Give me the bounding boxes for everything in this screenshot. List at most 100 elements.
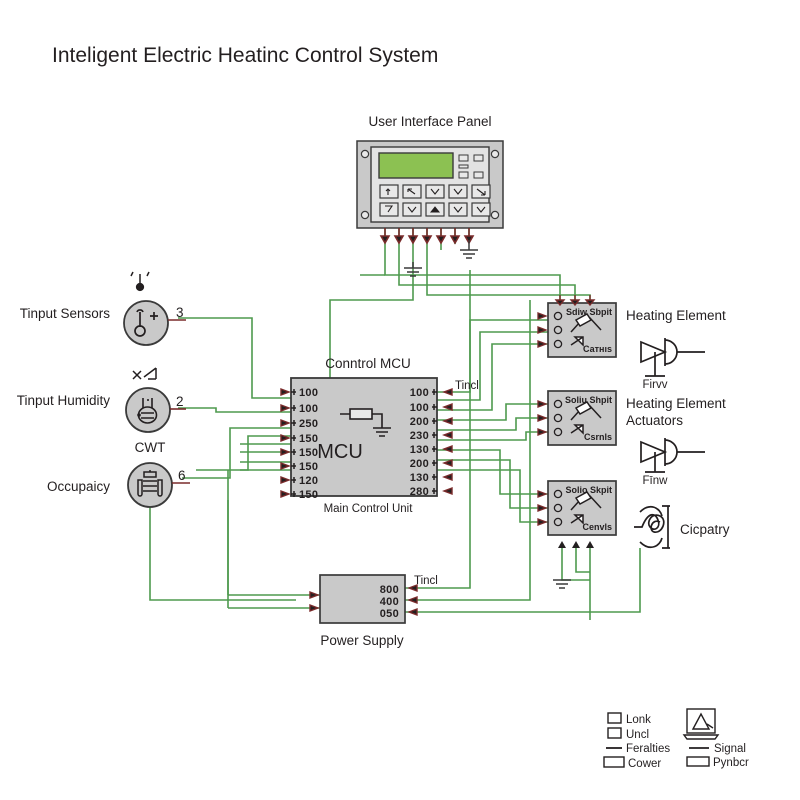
ps-pin-arrows bbox=[309, 583, 418, 617]
arrow-down-icon bbox=[407, 206, 417, 213]
power-supply-block[interactable]: 800 400 050 Power Supply Tincl bbox=[309, 574, 438, 648]
relay-modules: Sdiw Sbpit Сатнıs Sol bbox=[537, 295, 617, 589]
thermometer-glyph bbox=[134, 309, 158, 337]
page-title: Inteligent Electric Heatinc Control Syst… bbox=[52, 44, 438, 67]
arrow-down-icon bbox=[453, 188, 463, 195]
keypad-key[interactable] bbox=[425, 184, 445, 199]
arrow-down-left-icon bbox=[385, 205, 394, 213]
sensor-label: Occupaicy bbox=[47, 479, 110, 494]
sensor-humidity[interactable]: Tinput Humidity 2 bbox=[17, 367, 186, 433]
relay-bottom-text: Csrnls bbox=[584, 432, 612, 442]
relay-terminal[interactable] bbox=[553, 503, 563, 513]
arrow-up-icon bbox=[429, 206, 441, 213]
occupancy-glyph bbox=[137, 470, 163, 497]
user-interface-panel[interactable]: User Interface Panel bbox=[356, 114, 504, 277]
arrow-down-right-icon bbox=[476, 188, 486, 196]
relay-top-text: Soliu Shpit bbox=[565, 395, 612, 405]
legend-item-label: Lonk bbox=[626, 714, 651, 726]
sensor-label-line1: Tinput Humidity bbox=[17, 393, 111, 408]
sensor-label: Tinput Sensors bbox=[20, 306, 111, 321]
ps-pin-label: 800 bbox=[380, 584, 399, 596]
mcu-core-label: MCU bbox=[317, 441, 363, 463]
mount-hole-icon bbox=[490, 210, 500, 220]
mcu-pin-label: 130 bbox=[410, 444, 429, 456]
mcu-top-label: Conntrol MCU bbox=[325, 356, 411, 371]
sensor-pin: 6 bbox=[178, 468, 186, 483]
indicator-button[interactable] bbox=[458, 154, 469, 162]
mcu-pin-label: 200 bbox=[410, 416, 429, 428]
arrow-down-icon bbox=[476, 206, 486, 213]
keypad-key[interactable] bbox=[471, 202, 491, 217]
scanner-icon bbox=[682, 708, 720, 740]
indicator-button[interactable] bbox=[458, 171, 469, 179]
relay-terminal[interactable] bbox=[553, 399, 563, 409]
load-caption: Fīnw bbox=[643, 475, 669, 487]
heating-element-2: Heating Element Actuators Fīnw bbox=[626, 396, 726, 487]
sensor-group: Tinput Sensors 3 Tinput Humidity 2 bbox=[17, 271, 190, 508]
relay-bottom-pins bbox=[558, 541, 594, 548]
mount-hole-icon bbox=[490, 149, 500, 159]
square-outline-icon bbox=[607, 712, 622, 724]
legend-item-label: Cower bbox=[628, 758, 661, 770]
main-control-unit[interactable]: Conntrol MCU MCU Main Control Unit Tincl… bbox=[280, 356, 479, 515]
legend: Lonk Uncl Feralties Cower Signal Pynbcr bbox=[603, 708, 749, 770]
wire-network bbox=[149, 228, 641, 620]
mcu-bottom-label: Main Control Unit bbox=[324, 503, 414, 515]
relay-module-1[interactable]: Sdiw Sbpit Сатнıs bbox=[537, 295, 617, 358]
legend-item-label: Signal bbox=[714, 743, 746, 755]
power-supply-body bbox=[319, 574, 406, 624]
heating-coil: Cicpatry bbox=[634, 505, 730, 549]
mcu-body bbox=[290, 377, 438, 497]
rect-outline-icon bbox=[603, 756, 625, 768]
resistive-coil-symbol bbox=[634, 505, 670, 549]
relay-terminal[interactable] bbox=[553, 311, 563, 321]
relay-module-3[interactable]: Solio Skpit Cenvls bbox=[537, 480, 617, 589]
keypad-key[interactable] bbox=[379, 202, 399, 217]
temperature-probe-symbol bbox=[130, 271, 150, 292]
mcu-right-pins: 100 100 200 230 130 200 130 280 bbox=[410, 387, 453, 498]
relay-terminal[interactable] bbox=[553, 325, 563, 335]
relay-module-2[interactable]: Soliu Shpit Csrnls bbox=[537, 390, 617, 446]
mcu-pin-label: 130 bbox=[410, 472, 429, 484]
keypad-key[interactable] bbox=[402, 202, 422, 217]
indicator-button[interactable] bbox=[473, 154, 484, 162]
keypad-key[interactable] bbox=[379, 184, 399, 199]
arrow-down-icon bbox=[453, 206, 463, 213]
sensor-temperature[interactable]: Tinput Sensors 3 bbox=[20, 271, 186, 346]
relay-terminal[interactable] bbox=[553, 517, 563, 527]
keypad[interactable] bbox=[379, 184, 491, 217]
load-subtitle: Actuators bbox=[626, 413, 683, 428]
relay-terminal[interactable] bbox=[553, 339, 563, 349]
relay-terminal[interactable] bbox=[553, 413, 563, 423]
relay-terminal[interactable] bbox=[553, 489, 563, 499]
mcu-pin-label: 100 bbox=[299, 403, 318, 415]
indicator-button[interactable] bbox=[458, 164, 469, 169]
diode-heater-symbol bbox=[640, 438, 705, 473]
relay-terminal[interactable] bbox=[553, 427, 563, 437]
heating-element-1: Heating Element Firvv bbox=[626, 308, 726, 391]
indicator-button[interactable] bbox=[473, 171, 484, 179]
sensor-pin: 2 bbox=[176, 394, 184, 409]
mcu-left-pins: 100 100 250 150 150 150 120 150 bbox=[280, 387, 318, 501]
mount-hole-icon bbox=[360, 149, 370, 159]
mcu-pin-label: 150 bbox=[299, 489, 318, 501]
keypad-key[interactable] bbox=[448, 202, 468, 217]
power-supply-label: Power Supply bbox=[320, 633, 404, 648]
relay-top-text: Solio Skpit bbox=[565, 485, 612, 495]
keypad-key[interactable] bbox=[448, 184, 468, 199]
mcu-pin-label: 100 bbox=[410, 387, 429, 399]
relay-switch-glyph bbox=[570, 491, 602, 525]
sensor-occupancy[interactable]: CWT Occupaicy 6 bbox=[47, 440, 190, 508]
relay-input-arrows bbox=[537, 312, 548, 348]
arrow-up-left-icon bbox=[407, 188, 416, 195]
humidity-sensor-icon bbox=[125, 387, 171, 433]
ui-panel-label: User Interface Panel bbox=[368, 114, 491, 129]
lcd-display bbox=[378, 152, 454, 179]
mount-hole-icon bbox=[360, 210, 370, 220]
arrow-up-icon bbox=[385, 188, 391, 195]
ps-pin-label: 050 bbox=[380, 608, 399, 620]
relay-input-arrows bbox=[537, 490, 548, 526]
mcu-pin-label: 100 bbox=[299, 387, 318, 399]
ps-bus-label: Tincl bbox=[414, 575, 438, 587]
square-outline-icon bbox=[607, 727, 622, 739]
